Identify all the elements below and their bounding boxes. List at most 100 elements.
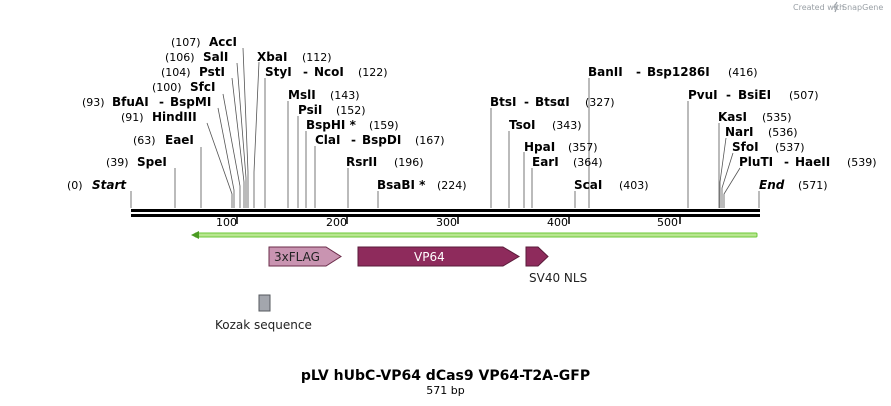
watermark-brand: SnapGene	[842, 3, 883, 12]
dna-bottom-strand	[131, 214, 760, 217]
site-separator: -	[636, 65, 641, 79]
map-title: pLV hUbC-VP64 dCas9 VP64-T2A-GFP	[301, 368, 590, 384]
ruler-tick-label: 200	[326, 216, 347, 229]
site-name: SfcI	[190, 80, 215, 94]
site-eari[interactable]: EarI (364)	[532, 155, 603, 169]
site-psii[interactable]: PsiI (152)	[298, 103, 366, 117]
site-banii-bsp1286i[interactable]: BanII - Bsp1286I (416)	[588, 65, 758, 79]
snapgene-logo-icon	[832, 1, 838, 13]
site-name: BfuAI	[112, 95, 149, 109]
site-name: Start	[92, 178, 127, 192]
feature-kozak-sequence[interactable]: Kozak sequence	[215, 294, 312, 332]
site-pluti-haeii[interactable]: PluTI - HaeII (539)	[739, 155, 877, 169]
site-sfci[interactable]: (100) SfcI	[152, 80, 215, 94]
site-sfoi[interactable]: SfoI (537)	[732, 140, 805, 154]
map-length: 571 bp	[426, 384, 464, 397]
site-name-isoschizomer: NcoI	[314, 65, 344, 79]
site-name-isoschizomer: BsiEI	[738, 88, 771, 102]
site-name: ClaI	[315, 133, 340, 147]
site-position: (152)	[336, 104, 366, 117]
site-hpai[interactable]: HpaI (357)	[524, 140, 598, 154]
site-msli[interactable]: MslI (143)	[288, 88, 360, 102]
site-position: (224)	[437, 179, 467, 192]
site-tsoi[interactable]: TsoI (343)	[509, 118, 582, 132]
site-name: BspHI *	[306, 118, 357, 132]
site-position: (167)	[415, 134, 445, 147]
site-bsabi[interactable]: BsaBI * (224)	[377, 178, 467, 192]
feature-label: Kozak sequence	[215, 318, 312, 332]
site-nari[interactable]: NarI (536)	[725, 125, 798, 139]
site-position: (104)	[161, 66, 191, 79]
site-bfuai-bspmi[interactable]: (93) BfuAI - BspMI	[82, 95, 211, 109]
site-separator: -	[784, 155, 789, 169]
site-leader-lines	[130, 47, 760, 208]
site-xbai[interactable]: XbaI (112)	[257, 50, 332, 64]
site-position: (343)	[552, 119, 582, 132]
site-position: (63)	[133, 134, 156, 147]
site-end[interactable]: End (571)	[759, 178, 828, 192]
site-position: (93)	[82, 96, 105, 109]
site-name: RsrII	[346, 155, 377, 169]
site-separator: -	[351, 133, 356, 147]
site-position: (416)	[728, 66, 758, 79]
sequence-ruler: 100 200 300 400 500	[131, 209, 760, 229]
site-styi-ncoi[interactable]: StyI - NcoI (122)	[265, 65, 388, 79]
site-name: EaeI	[165, 133, 194, 147]
site-position: (143)	[330, 89, 360, 102]
site-position: (539)	[847, 156, 877, 169]
site-separator: -	[726, 88, 731, 102]
site-separator: -	[524, 95, 529, 109]
watermark-prefix: Created with	[793, 3, 844, 12]
site-position: (39)	[106, 156, 129, 169]
site-pvui-bsiei[interactable]: PvuI - BsiEI (507)	[688, 88, 819, 102]
site-position: (535)	[762, 111, 792, 124]
site-btsi-btsai[interactable]: BtsI - BtsαI (327)	[490, 95, 615, 109]
site-name: End	[759, 178, 785, 192]
site-rsrii[interactable]: RsrII (196)	[346, 155, 424, 169]
site-position: (536)	[768, 126, 798, 139]
ruler-tick-label: 100	[216, 216, 237, 229]
site-hindiii[interactable]: (91) HindIII	[121, 110, 197, 124]
site-name: PluTI	[739, 155, 773, 169]
site-position: (107)	[171, 36, 201, 49]
feature-vp64[interactable]: VP64	[357, 246, 520, 267]
feature-sv40-nls[interactable]: SV40 NLS	[525, 246, 587, 285]
site-name: TsoI	[509, 118, 535, 132]
feature-3xflag[interactable]: 3xFLAG	[268, 246, 342, 267]
site-sali[interactable]: (106) SalI	[165, 50, 228, 64]
site-name-isoschizomer: HaeII	[795, 155, 830, 169]
site-acci[interactable]: (107) AccI	[171, 35, 237, 49]
site-start[interactable]: (0) Start	[67, 178, 127, 192]
site-bsphi[interactable]: BspHI * (159)	[306, 118, 399, 132]
site-name: XbaI	[257, 50, 287, 64]
site-separator: -	[303, 65, 308, 79]
site-name: StyI	[265, 65, 292, 79]
site-name: SpeI	[137, 155, 167, 169]
site-position: (537)	[775, 141, 805, 154]
orf-arrow[interactable]	[191, 231, 758, 239]
site-name: HpaI	[524, 140, 555, 154]
site-name: BsaBI *	[377, 178, 426, 192]
ruler-ticks	[236, 217, 681, 224]
ruler-tick-label: 500	[657, 216, 678, 229]
site-position: (357)	[568, 141, 598, 154]
site-name: BtsI	[490, 95, 517, 109]
site-spei[interactable]: (39) SpeI	[106, 155, 167, 169]
site-eaei[interactable]: (63) EaeI	[133, 133, 194, 147]
site-position: (403)	[619, 179, 649, 192]
site-name: SfoI	[732, 140, 759, 154]
site-scai[interactable]: ScaI (403)	[574, 178, 649, 192]
site-psti[interactable]: (104) PstI	[161, 65, 225, 79]
site-position: (91)	[121, 111, 144, 124]
site-position: (507)	[789, 89, 819, 102]
site-name: SalI	[203, 50, 228, 64]
site-name: KasI	[718, 110, 747, 124]
site-position: (196)	[394, 156, 424, 169]
site-name-isoschizomer: BtsαI	[535, 95, 570, 109]
site-name: BanII	[588, 65, 623, 79]
feature-label: 3xFLAG	[274, 250, 320, 264]
site-clai-bspdi[interactable]: ClaI - BspDI (167)	[315, 133, 445, 147]
site-separator: -	[159, 95, 164, 109]
site-kasi[interactable]: KasI (535)	[718, 110, 792, 124]
site-name: ScaI	[574, 178, 602, 192]
